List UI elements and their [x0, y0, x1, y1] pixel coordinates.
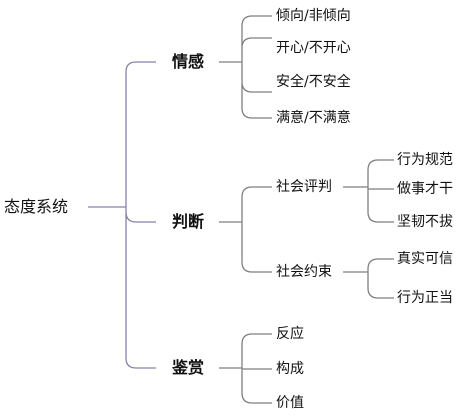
connector-social-sanction — [343, 258, 394, 299]
subbranch-social-esteem: 社会评判 — [276, 179, 332, 195]
branch-judgment: 判断 — [172, 212, 205, 231]
connector-appreciation — [219, 333, 272, 404]
leaf-esteem-1: 行为规范 — [397, 152, 453, 168]
leaf-appreciation-1: 反应 — [276, 326, 304, 342]
branch-emotion: 情感 — [172, 52, 205, 71]
leaf-emotion-2: 开心/不开心 — [276, 40, 351, 56]
leaf-appreciation-3: 价值 — [276, 395, 304, 411]
connector-social-esteem — [343, 159, 394, 223]
leaf-sanction-2: 行为正当 — [397, 290, 453, 306]
branch-appreciation: 鉴赏 — [172, 358, 205, 377]
leaf-emotion-1: 倾向/非倾向 — [276, 8, 351, 24]
root-node: 态度系统 — [4, 197, 69, 216]
leaf-sanction-1: 真实可信 — [397, 251, 453, 267]
leaf-appreciation-2: 构成 — [276, 361, 304, 377]
leaf-emotion-4: 满意/不满意 — [276, 110, 351, 126]
connector-emotion — [219, 15, 272, 119]
subbranch-social-sanction: 社会约束 — [276, 264, 332, 280]
leaf-esteem-2: 做事才干 — [397, 181, 453, 197]
leaf-emotion-3: 安全/不安全 — [276, 74, 351, 90]
connector-judgment — [219, 186, 272, 273]
leaf-esteem-3: 坚韧不拔 — [397, 214, 453, 230]
connector-root — [88, 61, 156, 369]
